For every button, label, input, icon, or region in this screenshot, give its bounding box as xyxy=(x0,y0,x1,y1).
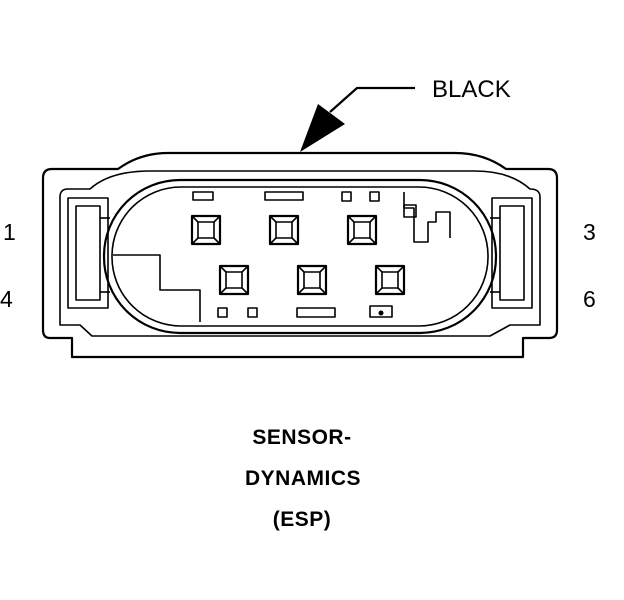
connector-housing xyxy=(41,151,559,359)
callout-color-label: BLACK xyxy=(432,76,511,103)
caption-line-2: DYNAMICS xyxy=(245,467,361,490)
terminal-cavity xyxy=(268,214,300,246)
bottom-tab-3 xyxy=(296,307,336,318)
keying-notch-right xyxy=(403,192,451,243)
terminal-cavity xyxy=(190,214,222,246)
pin-label-4: 4 xyxy=(0,286,13,312)
connector-face-oval xyxy=(102,178,498,335)
top-tab-3 xyxy=(341,191,352,202)
housing-outer-shell xyxy=(41,151,559,359)
connector-face-oval-inner xyxy=(111,186,489,327)
right-latch xyxy=(490,197,533,309)
top-tab-1 xyxy=(192,191,214,201)
top-tab-2 xyxy=(264,191,304,201)
pin-label-3: 3 xyxy=(583,219,596,245)
caption-line-3: (ESP) xyxy=(273,508,332,531)
terminal-cavity xyxy=(346,214,378,246)
bottom-tab-2 xyxy=(247,307,258,318)
terminal-cavity xyxy=(296,264,328,296)
bottom-tab-4 xyxy=(369,305,393,318)
pin-label-6: 6 xyxy=(583,286,596,312)
connector-caption: SENSOR- DYNAMICS (ESP) xyxy=(245,426,361,531)
terminal-cavity xyxy=(218,264,250,296)
terminal-cavity xyxy=(374,264,406,296)
left-latch xyxy=(67,197,110,309)
housing-inner-shell xyxy=(59,170,541,337)
caption-line-1: SENSOR- xyxy=(252,426,351,449)
callout-arrowhead xyxy=(300,104,345,152)
color-callout: BLACK xyxy=(300,76,511,152)
bottom-tab-1 xyxy=(217,307,228,318)
callout-leader-line xyxy=(329,86,415,113)
keying-step-left xyxy=(113,254,201,322)
pin-label-1: 1 xyxy=(3,219,16,245)
top-tab-4 xyxy=(369,191,380,202)
